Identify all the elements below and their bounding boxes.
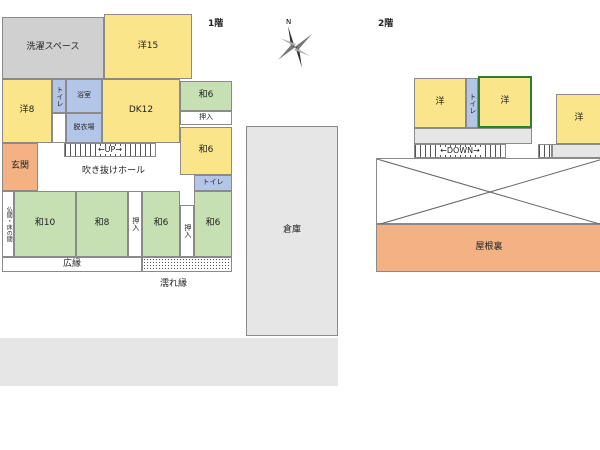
room-engawa: 広縁	[2, 257, 142, 272]
stairs-up: ←UP→	[64, 143, 156, 157]
compass-north-label: N	[286, 18, 291, 26]
compass: N	[274, 16, 318, 76]
room-laundry: 洗濯スペース	[2, 17, 104, 79]
stairs-side	[538, 144, 552, 158]
closet-2: 押入	[180, 205, 194, 257]
room-yo-a: 洋	[414, 78, 466, 128]
closet-top: 押入	[180, 111, 232, 125]
void-cross-icon	[377, 159, 600, 225]
room-dk12: DK12	[102, 79, 180, 143]
room-toilet-2f: トイレ	[466, 78, 478, 128]
corridor-2f	[414, 128, 532, 144]
room-yo15: 洋15	[104, 14, 192, 79]
room-wa6-mid: 和6	[180, 127, 232, 175]
hall-label: 吹き抜けホール	[82, 166, 146, 176]
void-area	[376, 158, 600, 225]
room-yo-b: 洋	[478, 76, 532, 128]
room-wa6-b2: 和6	[194, 191, 232, 257]
room-yo8: 洋8	[2, 79, 52, 143]
room-yo-c: 洋	[556, 94, 600, 144]
room-wa10: 和10	[14, 191, 76, 257]
room-warehouse: 倉庫	[246, 126, 338, 336]
closet-1: 押入	[128, 191, 142, 257]
floor1-title: 1階	[208, 19, 224, 29]
room-toilet-a: トイレ	[52, 79, 66, 113]
room-wa8: 和8	[76, 191, 128, 257]
floor2-title: 2階	[378, 19, 394, 29]
closet-small	[52, 113, 66, 143]
nureen-label: 濡れ縁	[160, 279, 188, 289]
stairs-down: ←DOWN→	[414, 144, 506, 158]
corridor-right	[552, 144, 600, 158]
room-nureen-area	[142, 257, 232, 272]
room-bath: 浴室	[66, 79, 102, 113]
road-area	[0, 338, 338, 386]
room-dressing: 脱衣場	[66, 113, 102, 143]
room-entrance: 玄関	[2, 143, 38, 191]
room-toilet-b: トイレ	[194, 175, 232, 191]
room-wa6-b1: 和6	[142, 191, 180, 257]
room-wa6-top: 和6	[180, 81, 232, 111]
room-butsuma: 仏間・床の間	[2, 191, 14, 257]
compass-rose-icon: N	[278, 18, 312, 68]
room-roof-space: 屋根裏	[376, 224, 600, 272]
